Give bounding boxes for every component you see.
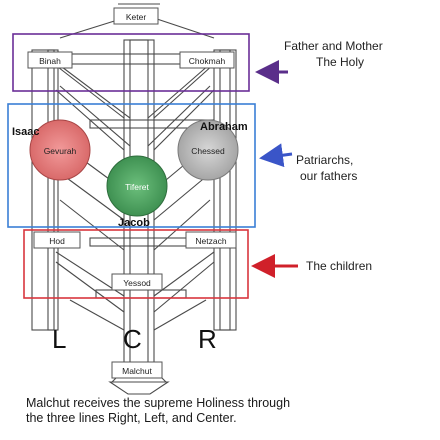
chokmah-label: Chokmah [189,56,226,66]
children-label: The children [306,259,372,273]
column-center-letter: C [123,324,142,354]
yessod-box [111,273,163,291]
father-mother-line1: Father and Mother [284,39,383,53]
isaac-label: Isaac [12,126,40,138]
caption: Malchut receives the supreme Holiness th… [26,396,426,426]
father-mother-line2: The Holy [316,55,364,69]
chokmah-box [179,51,235,69]
hod-box [33,231,81,249]
binah-label: Binah [39,56,61,66]
caption-line2: the three lines Right, Left, and Center. [26,411,237,425]
gevurah-circle [29,119,91,181]
malchut-label: Malchut [122,366,152,376]
jacob-label: Jacob [118,217,150,229]
patriarchs-group-box [7,103,256,228]
netzach-label: Netzach [195,236,226,246]
binah-box [27,51,73,69]
patriarchs-line1: Patriarchs, [296,153,353,167]
malchut-box [111,361,163,379]
tiferet-circle [106,155,168,217]
caption-line1: Malchut receives the supreme Holiness th… [26,396,291,410]
keter-label: Keter [126,12,146,22]
column-left-letter: L [52,324,66,354]
chessed-circle [177,119,239,181]
keter-box [113,7,159,25]
chessed-label: Chessed [191,146,225,156]
yessod-label: Yessod [123,278,151,288]
children-group-box [23,229,249,299]
gevurah-label: Gevurah [44,146,77,156]
supernal-group-box [12,33,250,92]
tiferet-label: Tiferet [125,182,149,192]
abraham-label: Abraham [200,121,248,133]
arrow-patriarchs [259,143,293,168]
netzach-box [185,231,237,249]
patriarchs-line2: our fathers [300,169,357,183]
hod-label: Hod [49,236,65,246]
column-right-letter: R [198,324,217,354]
